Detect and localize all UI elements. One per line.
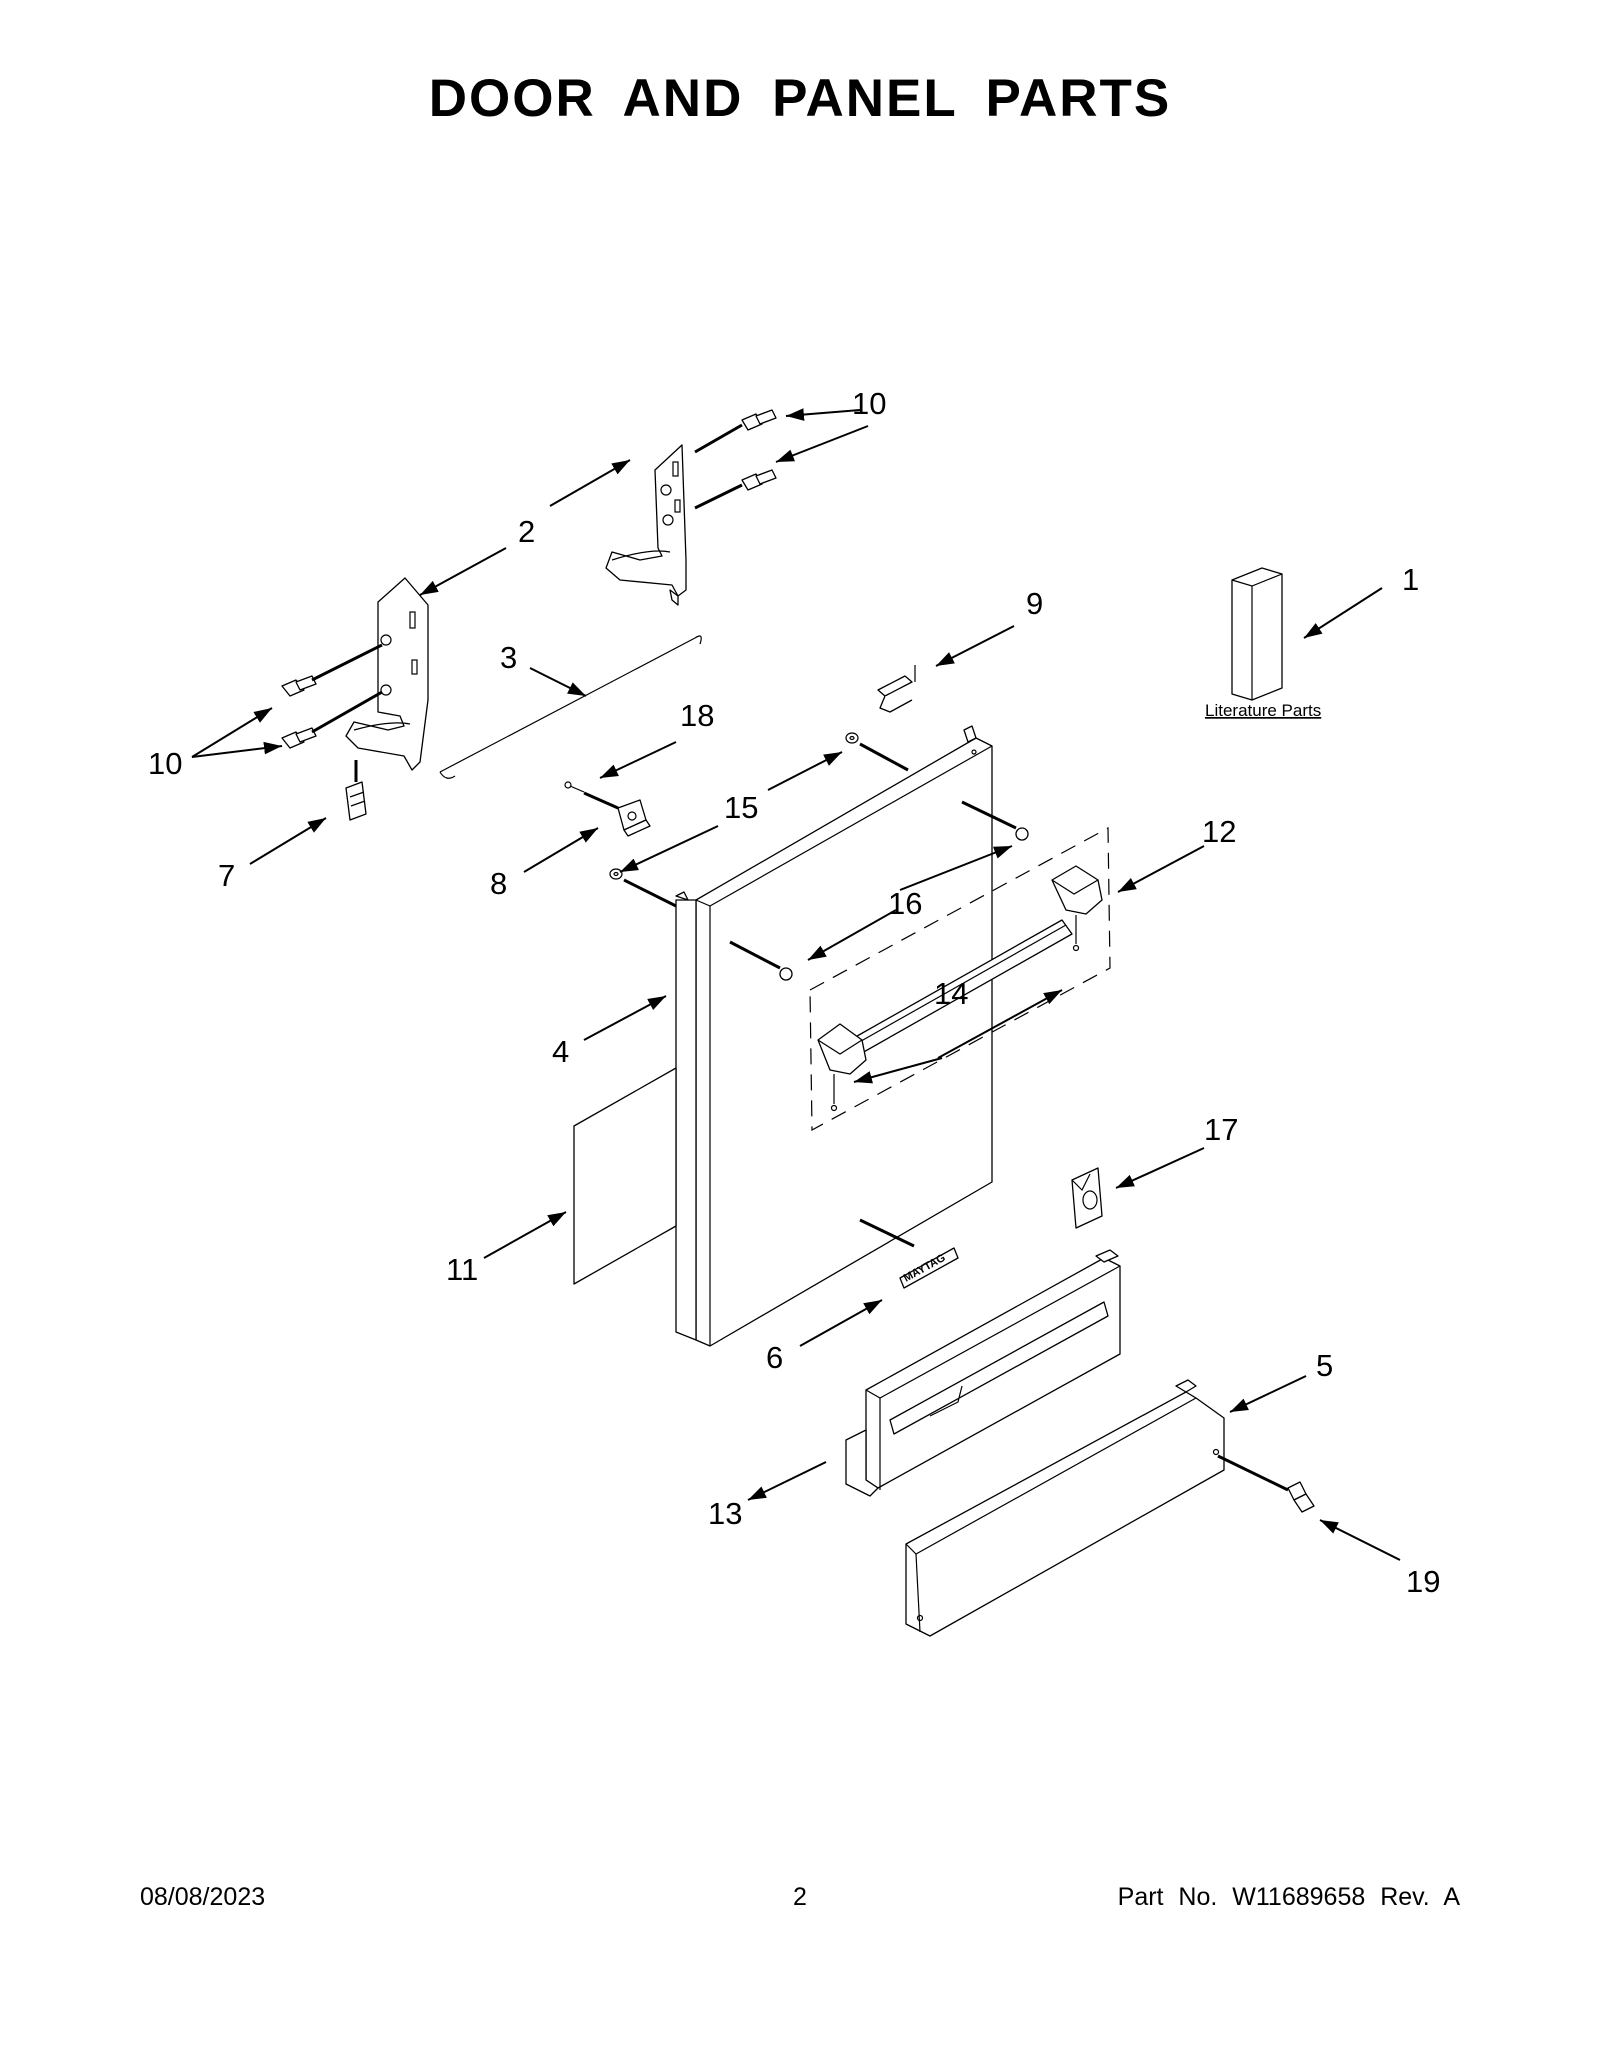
callout-8: 8 (490, 866, 507, 901)
toe-panel-inner (845, 1249, 1121, 1497)
hinge-screw (741, 409, 777, 431)
handle-assembly-outline (809, 826, 1111, 1132)
callout-16: 16 (888, 886, 922, 921)
leader-arrows (191, 408, 1401, 1561)
callout-1: 1 (1402, 562, 1419, 597)
callout-19: 19 (1406, 1564, 1440, 1599)
callout-6: 6 (766, 1340, 783, 1375)
callout-2: 2 (518, 514, 535, 549)
callout-4: 4 (552, 1034, 569, 1069)
callout-10-top: 10 (852, 386, 886, 421)
handle-screw (961, 800, 1029, 841)
footer-part-number: Part No. W11689658 Rev. A (1117, 1883, 1460, 1911)
door-latch (877, 665, 916, 713)
callout-17: 17 (1204, 1112, 1238, 1147)
callout-11: 11 (446, 1252, 478, 1287)
screw-small (564, 781, 619, 810)
footer-date: 08/08/2023 (140, 1883, 266, 1911)
door-clip (1071, 1167, 1103, 1229)
door-strike (617, 799, 651, 837)
hinge-bracket-right (605, 444, 687, 606)
door-cable (439, 635, 702, 779)
hinge-screw (281, 727, 317, 749)
hinge-bracket-left (345, 577, 429, 771)
callout-7: 7 (218, 858, 235, 893)
washer (845, 732, 909, 772)
hinge-screw (281, 675, 317, 697)
washer (609, 868, 677, 908)
kick-plate (905, 1379, 1225, 1637)
handle-screw (729, 940, 793, 981)
literature-booklet (1231, 567, 1283, 701)
insulation-panel (573, 1067, 677, 1285)
callout-15: 15 (724, 790, 758, 825)
literature-parts-label: Literature Parts (1205, 701, 1321, 720)
callout-3: 3 (500, 640, 517, 675)
door-handle (817, 865, 1103, 1112)
callout-18: 18 (680, 698, 714, 733)
page-title: DOOR AND PANEL PARTS (428, 69, 1172, 128)
kick-plate-screw (1217, 1454, 1315, 1513)
hinge-screw (741, 469, 777, 491)
callout-14: 14 (934, 976, 968, 1011)
door-pad (345, 760, 367, 821)
callout-13: 13 (708, 1496, 742, 1531)
callout-9: 9 (1026, 586, 1043, 621)
callout-10-left: 10 (148, 746, 182, 781)
footer-page-number: 2 (793, 1883, 807, 1911)
callout-5: 5 (1316, 1348, 1333, 1383)
callout-12: 12 (1202, 814, 1236, 849)
